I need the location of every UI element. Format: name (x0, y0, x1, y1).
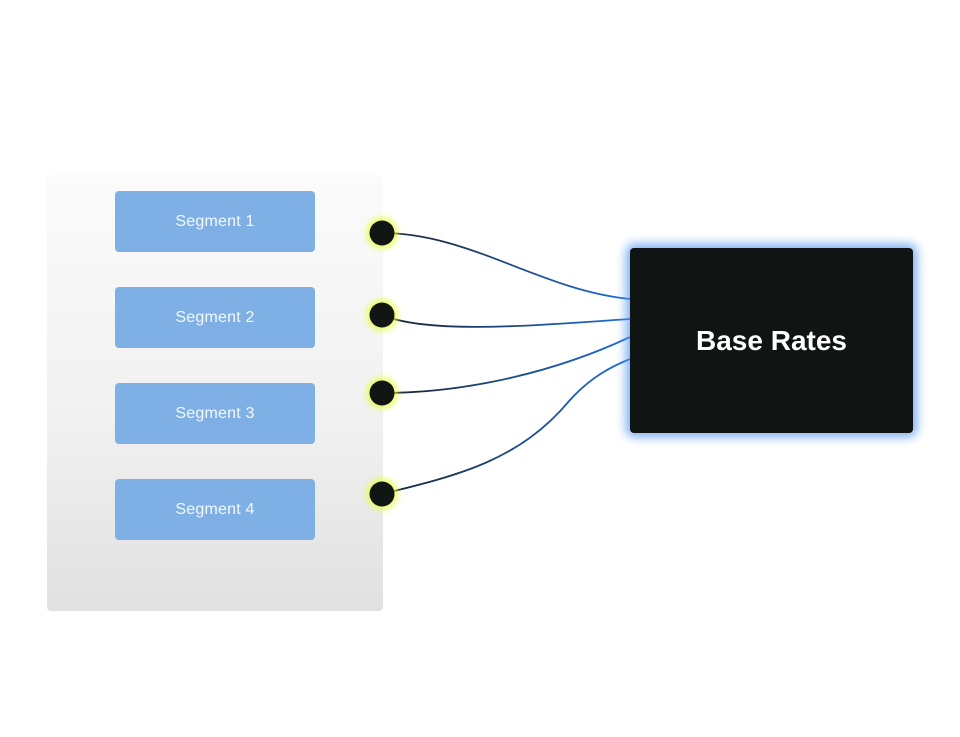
segment-4-node[interactable]: Segment 4 (115, 479, 315, 540)
port-segment-3[interactable] (366, 377, 398, 409)
port-segment-1[interactable] (366, 217, 398, 249)
connector-segment-3 (381, 336, 631, 394)
connector-segment-1 (381, 232, 631, 300)
segment-label: Segment 3 (175, 404, 255, 422)
base-rates-label: Base Rates (696, 324, 847, 356)
segment-3-node[interactable]: Segment 3 (115, 383, 315, 444)
segment-1-node[interactable]: Segment 1 (115, 191, 315, 252)
connector-segment-4 (381, 358, 631, 495)
segment-label: Segment 2 (175, 308, 255, 326)
segment-2-node[interactable]: Segment 2 (115, 287, 315, 348)
port-segment-2[interactable] (366, 299, 398, 331)
base-rates-node[interactable]: Base Rates (630, 248, 913, 433)
connector-segment-2 (381, 314, 631, 328)
segment-label: Segment 1 (175, 212, 255, 230)
port-segment-4[interactable] (366, 478, 398, 510)
segment-label: Segment 4 (175, 500, 255, 518)
